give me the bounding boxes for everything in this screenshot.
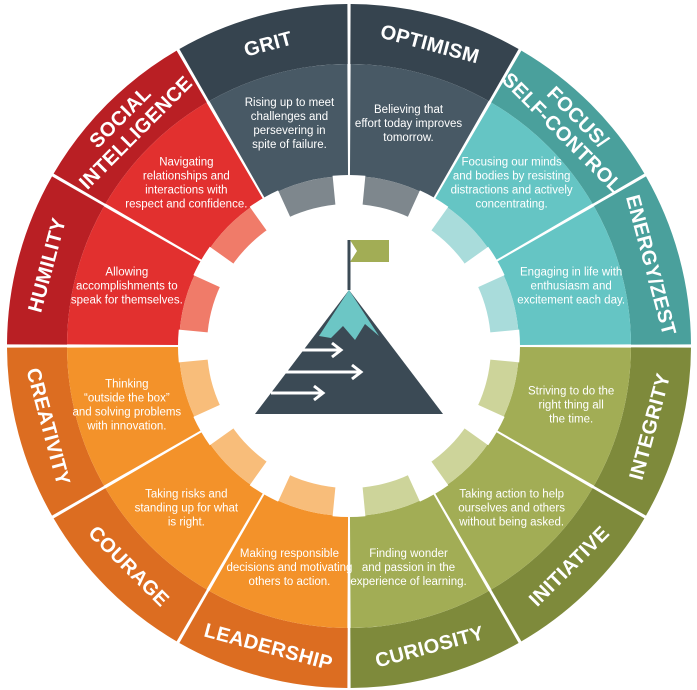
segment-inner-integrity (496, 346, 631, 486)
flag (350, 240, 389, 262)
segment-inner-focus-self-control (434, 102, 593, 261)
segment-description-social-intelligence: Navigating (159, 156, 213, 168)
mountain-shape (255, 290, 443, 414)
segment-description-leadership: others to action. (249, 576, 331, 588)
segment-outer-focus-self-control (491, 50, 645, 204)
segment-outer-humility (7, 176, 105, 345)
segment-inner-leadership (209, 493, 349, 628)
segment-description-social-intelligence: interactions with (145, 184, 227, 196)
mountain-flag-icon (241, 240, 443, 414)
segment-description-grit: challenges and (251, 111, 328, 123)
segment-description-social-intelligence: respect and confidence. (125, 198, 247, 210)
segment-description-creativity: Thinking (105, 379, 148, 391)
motion-arrow-head (351, 363, 364, 381)
segment-inner-courage (105, 431, 264, 590)
segment-inner-creativity (67, 346, 202, 486)
segment-inner-energy-zest (496, 206, 631, 346)
segment-description-integrity: the time. (549, 414, 593, 426)
segment-description-energy-zest: excitement each day. (517, 294, 625, 306)
gear-notch (332, 483, 366, 518)
segment-outer-integrity (593, 347, 691, 516)
segment-inner-grit (209, 64, 349, 199)
wheel-segments (7, 4, 691, 688)
segment-description-leadership: decisions and motivating (227, 562, 353, 574)
flag-pole (347, 240, 351, 290)
snow-cap (319, 290, 379, 340)
gear-notch (486, 329, 520, 363)
segment-description-integrity: Striving to do the (528, 386, 614, 398)
segment-description-focus-self-control: Focusing our minds (461, 156, 562, 168)
segment-description-initiative: Taking action to help (459, 489, 564, 501)
segment-description-focus-self-control: concentrating. (476, 198, 548, 210)
segment-description-grit: persevering in (253, 125, 325, 137)
segment-description-leadership: Making responsible (240, 548, 339, 560)
segment-outer-social-intelligence (53, 50, 207, 204)
segment-outer-initiative (491, 488, 645, 642)
segment-description-focus-self-control: and bodies by resisting (453, 170, 571, 182)
segment-description-grit: spite of failure. (252, 139, 327, 151)
segment-inner-initiative (434, 431, 593, 590)
segment-description-humility: Allowing (105, 266, 148, 278)
segment-description-curiosity: and passion in the (362, 562, 455, 574)
segment-description-initiative: ourselves and others (458, 503, 565, 515)
motion-arrow-head (313, 384, 326, 402)
segment-description-courage: is right. (168, 517, 205, 529)
segment-description-energy-zest: Engaging in life with (520, 266, 622, 278)
segment-outer-energy-zest (593, 176, 691, 345)
segment-description-optimism: tomorrow. (383, 132, 434, 144)
segment-description-creativity: and solving problems (73, 407, 182, 419)
segment-outer-courage (53, 488, 207, 642)
motion-arrow-head (331, 341, 344, 359)
segment-description-focus-self-control: distractions and actively (451, 184, 573, 196)
segment-description-grit: Rising up to meet (245, 97, 335, 109)
segment-description-energy-zest: enthusiasm and (531, 280, 612, 292)
segment-outer-optimism (350, 4, 519, 102)
gear-notch (178, 329, 212, 363)
segment-outer-curiosity (350, 590, 519, 688)
segment-description-creativity: with innovation. (86, 421, 166, 433)
segment-description-social-intelligence: relationships and (143, 170, 230, 182)
segment-outer-creativity (7, 347, 105, 516)
segment-description-optimism: Believing that (374, 104, 444, 116)
gear-notch (332, 175, 366, 209)
segment-description-integrity: right thing all (539, 400, 604, 412)
segment-description-humility: accomplishments to (76, 280, 178, 292)
segment-description-creativity: “outside the box” (84, 393, 170, 405)
segment-description-courage: Taking risks and (145, 489, 227, 501)
segment-description-optimism: effort today improves (355, 118, 462, 130)
segment-description-humility: speak for themselves. (71, 294, 183, 306)
segment-description-curiosity: Finding wonder (369, 548, 448, 560)
segment-description-curiosity: experience of learning. (350, 576, 466, 588)
segment-inner-social-intelligence (105, 102, 264, 261)
segment-outer-grit (179, 4, 348, 102)
segment-outer-leadership (179, 590, 348, 688)
segment-inner-optimism (349, 64, 489, 199)
segment-inner-curiosity (349, 493, 489, 628)
segment-inner-humility (67, 206, 202, 346)
segment-description-initiative: without being asked. (458, 517, 564, 529)
segment-description-courage: standing up for what (135, 503, 239, 515)
